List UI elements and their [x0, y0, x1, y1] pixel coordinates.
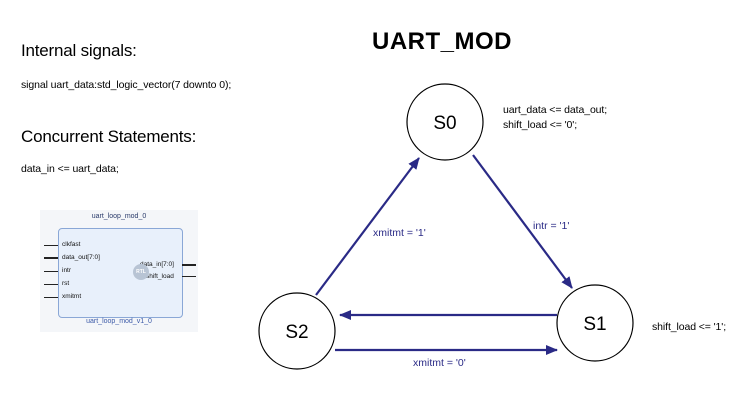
- rtl-instance-name: uart_loop_mod_0: [91, 213, 147, 220]
- rtl-output-pin: [182, 276, 196, 277]
- state-s0: [406, 83, 484, 161]
- rtl-input-pin: [44, 284, 58, 285]
- transition-label-s2-s0: xmitmt = '1': [373, 227, 426, 239]
- state-s0-action: shift_load <= '0';: [503, 119, 578, 131]
- rtl-module-name: uart_loop_mod_v1_0: [86, 318, 152, 325]
- rtl-input-pin: [44, 257, 58, 259]
- rtl-input-port: clkfast: [62, 241, 81, 248]
- rtl-block: uart_loop_mod_0 clkfast data_out[7:0] in…: [40, 210, 198, 332]
- transition-label-s0-s1: intr = '1': [533, 220, 569, 232]
- edge-s0-to-s1: [472, 154, 573, 289]
- state-s0-label: S0: [433, 113, 456, 134]
- state-s1-label: S1: [583, 314, 606, 335]
- rtl-input-pin: [44, 245, 58, 246]
- rtl-badge-icon: RTL: [133, 264, 149, 280]
- state-s0-action: uart_data <= data_out;: [503, 104, 608, 116]
- diagram-title: UART_MOD: [372, 28, 512, 55]
- concurrent-statements-code: data_in <= uart_data;: [21, 163, 119, 175]
- rtl-input-port: xmitmt: [62, 293, 82, 300]
- rtl-input-pin: [44, 271, 58, 272]
- internal-signals-heading: Internal signals:: [21, 41, 137, 60]
- state-s1-action: shift_load <= '1';: [652, 321, 727, 333]
- state-s2-label: S2: [285, 322, 308, 343]
- rtl-output-port: data_in[7:0]: [140, 261, 174, 268]
- transition-label-s2-s1: xmitmt = '0': [413, 357, 466, 369]
- concurrent-statements-heading: Concurrent Statements:: [21, 127, 197, 146]
- rtl-output-port: shift_load: [146, 273, 174, 280]
- edge-s2-to-s0: [315, 157, 420, 296]
- state-s2: [258, 292, 336, 370]
- rtl-input-port: intr: [62, 267, 72, 274]
- rtl-output-pin: [182, 264, 196, 266]
- state-s1: [556, 284, 634, 362]
- internal-signals-code: signal uart_data:std_logic_vector(7 down…: [21, 79, 232, 91]
- rtl-module-box: clkfast data_out[7:0] intr rst xmitmt da…: [58, 228, 183, 318]
- rtl-input-pin: [44, 297, 58, 298]
- rtl-input-port: data_out[7:0]: [62, 254, 100, 261]
- rtl-input-port: rst: [62, 280, 70, 287]
